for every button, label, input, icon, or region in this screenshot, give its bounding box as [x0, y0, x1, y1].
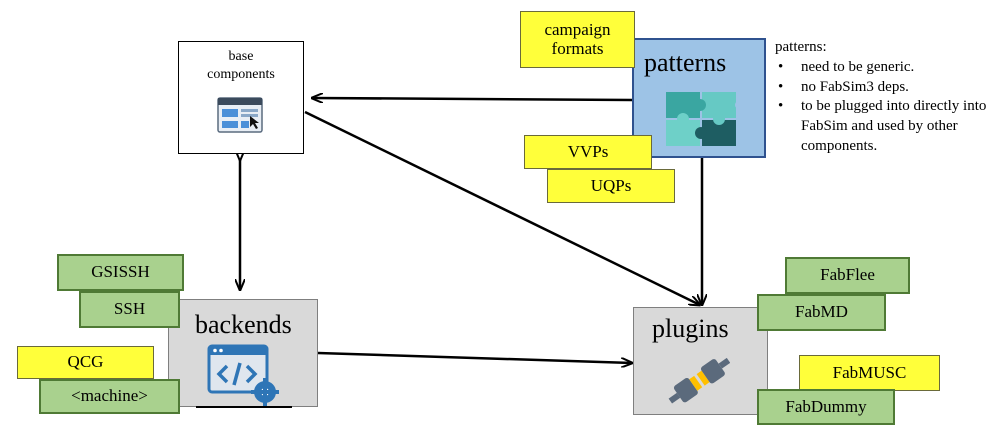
- machine-tag: <machine>: [39, 379, 180, 414]
- plug-icon: [668, 357, 730, 404]
- patterns-label: patterns: [644, 48, 727, 77]
- base-components-node: base components: [178, 41, 304, 154]
- patterns-node: patterns: [632, 38, 766, 158]
- gsissh-tag: GSISSH: [57, 254, 184, 291]
- backends-label: backends: [195, 310, 292, 339]
- puzzle-icon: [666, 92, 740, 146]
- notes-item-2: no FabSim3 deps.: [775, 78, 990, 98]
- base-components-label: base components: [207, 49, 275, 83]
- fabmd-tag: FabMD: [757, 294, 886, 331]
- backends-node: backends: [168, 299, 318, 407]
- fabflee-tag: FabFlee: [785, 257, 910, 294]
- plugins-node: plugins: [633, 307, 768, 415]
- campaign-formats-tag: campaign formats: [520, 11, 635, 68]
- fabmusc-tag: FabMUSC: [799, 355, 940, 391]
- vvps-tag: VVPs: [524, 135, 652, 169]
- fabdummy-tag: FabDummy: [757, 389, 895, 425]
- arrow-patterns-to-base: [312, 98, 633, 100]
- arrow-base-to-plugins: [304, 110, 700, 305]
- patterns-notes: patterns: need to be generic. no FabSim3…: [775, 38, 990, 157]
- notes-item-1: need to be generic.: [775, 58, 990, 78]
- notes-title: patterns:: [775, 39, 827, 55]
- qcg-tag: QCG: [17, 346, 154, 379]
- dashboard-icon: [217, 97, 263, 133]
- arrow-backends-to-plugins: [317, 351, 632, 363]
- code-gear-icon: [207, 344, 279, 406]
- ssh-tag: SSH: [79, 291, 180, 328]
- backends-underline: [196, 406, 292, 408]
- uqps-tag: UQPs: [547, 169, 675, 203]
- notes-item-3: to be plugged into directly into FabSim …: [775, 97, 990, 156]
- plugins-label: plugins: [652, 314, 729, 343]
